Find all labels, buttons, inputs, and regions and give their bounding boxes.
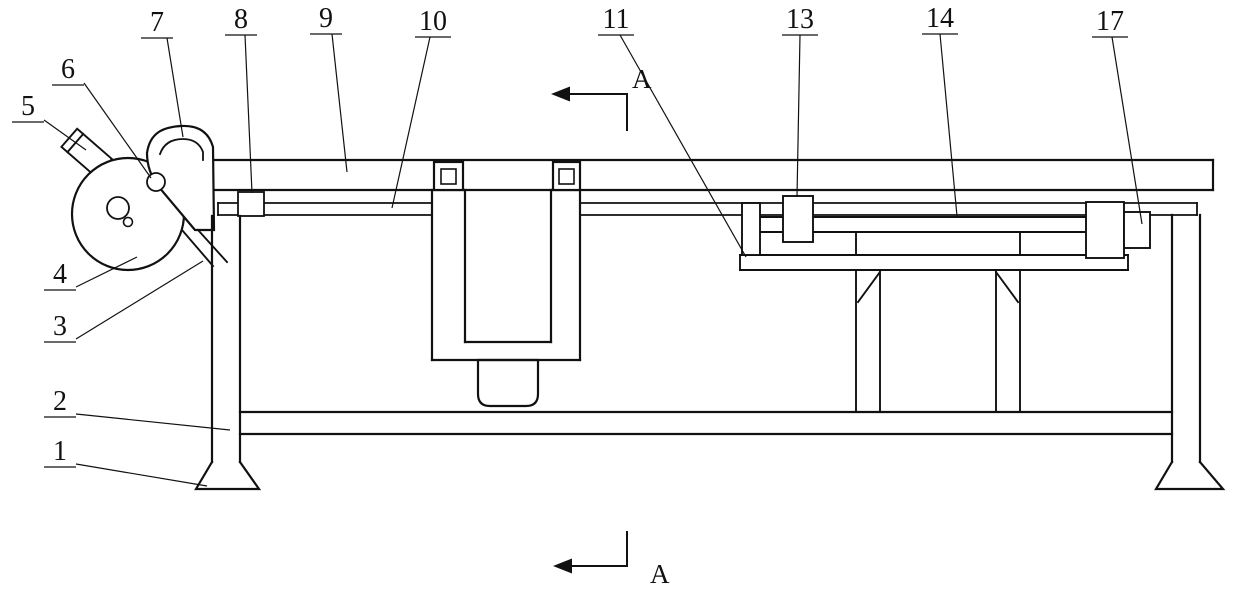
carriage-plate [739, 254, 1129, 271]
carriage-leg-right [994, 269, 1021, 413]
left-leg [210, 214, 242, 464]
end-block-outer [1085, 201, 1125, 259]
section-arrow-top [551, 86, 628, 131]
leader-13 [796, 34, 801, 198]
leader-6 [83, 82, 152, 179]
leader-14 [939, 33, 958, 217]
wheel-hub [106, 196, 130, 220]
leader-2 [75, 413, 231, 431]
section-arrow-bottom [553, 531, 628, 574]
leader-11 [619, 34, 747, 258]
actuator-housing [430, 160, 582, 408]
callout-17: 17 [1096, 6, 1124, 37]
leader-8 [244, 34, 253, 194]
bracket-hook-inner [158, 138, 204, 161]
base-stretcher [238, 410, 1174, 436]
mount-bolt-right [558, 168, 575, 185]
leader-10 [391, 36, 431, 209]
callout-10: 10 [419, 6, 447, 37]
guide-rail [217, 202, 1198, 216]
callout-labels: 7 8 9 10 11 13 14 17 5 6 4 3 2 1 [21, 3, 1124, 467]
right-foot [1154, 460, 1226, 491]
callout-6: 6 [61, 54, 75, 85]
callout-13: 13 [786, 4, 814, 35]
wheel-hub-hole [122, 216, 134, 228]
callout-3: 3 [53, 311, 67, 342]
leader-7 [166, 37, 184, 138]
arrowhead-bottom [553, 558, 572, 574]
right-leg [1170, 213, 1202, 464]
callout-2: 2 [53, 386, 67, 417]
mount-clamp-left [432, 160, 465, 192]
leader-5 [43, 119, 87, 151]
carriage-assembly [739, 195, 1151, 413]
bracket [145, 124, 216, 232]
left-foot [194, 460, 262, 491]
mount-bolt-left [440, 168, 457, 185]
callout-1: 1 [53, 436, 67, 467]
leader-lines [12, 33, 1143, 487]
leader-17 [1111, 36, 1143, 225]
leader-1 [75, 463, 208, 487]
table-top [202, 158, 1215, 192]
callout-7: 7 [150, 7, 164, 38]
diagonal-brace [180, 228, 229, 268]
callout-11: 11 [603, 4, 630, 35]
slider-block [237, 191, 265, 217]
pivot-pin [146, 172, 166, 192]
section-letter-top: A [632, 64, 652, 94]
carriage-upright [741, 202, 761, 256]
section-letters: A A [632, 64, 670, 589]
leader-4 [75, 256, 138, 288]
callout-4: 4 [53, 259, 67, 290]
end-block-inner [1123, 211, 1151, 249]
callout-5: 5 [21, 91, 35, 122]
clamp-block [782, 195, 814, 243]
callout-14: 14 [926, 3, 954, 34]
section-letter-bottom: A [650, 559, 670, 589]
leader-9 [331, 33, 348, 173]
callout-9: 9 [319, 3, 333, 34]
mount-clamp-right [551, 160, 582, 192]
callout-8: 8 [234, 4, 248, 35]
arrowhead-top [551, 86, 570, 102]
leader-3 [75, 260, 204, 340]
wheel-mechanism [60, 124, 229, 272]
actuator-lower-block [476, 358, 540, 408]
carriage-leg-left [855, 269, 882, 413]
